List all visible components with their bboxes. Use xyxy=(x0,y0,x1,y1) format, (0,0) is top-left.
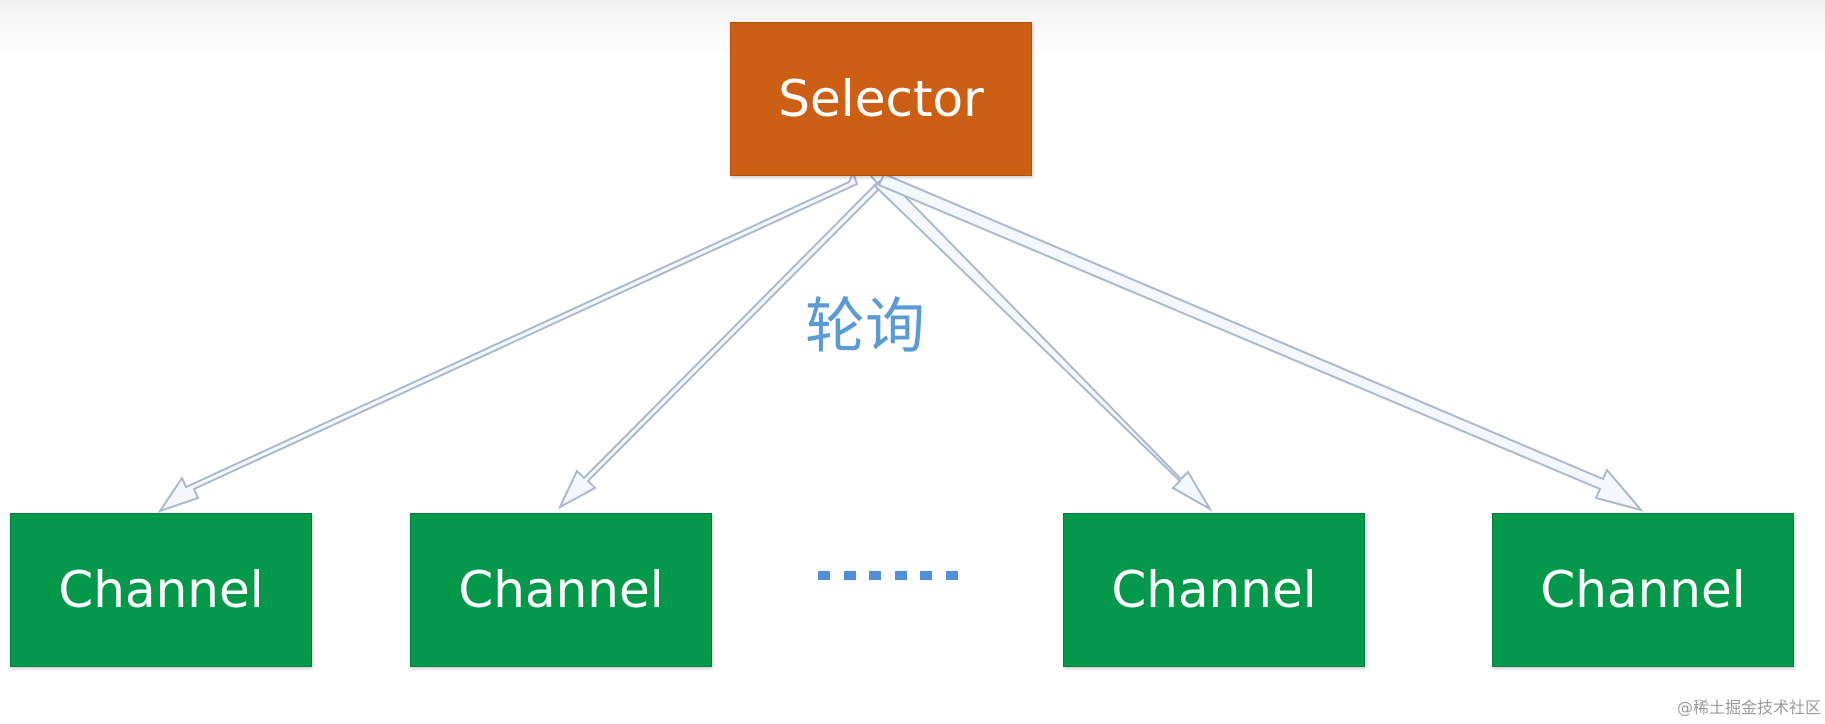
arrow-to-channel-1 xyxy=(157,170,859,513)
selector-label: Selector xyxy=(778,70,984,128)
channel-box-4: Channel xyxy=(1492,513,1794,667)
channel-box-3: Channel xyxy=(1063,513,1365,667)
channel-label: Channel xyxy=(458,561,664,619)
watermark: @稀土掘金技术社区 xyxy=(1676,698,1821,717)
ellipsis xyxy=(818,555,958,595)
channel-box-1: Channel xyxy=(10,513,312,667)
channel-label: Channel xyxy=(1540,561,1746,619)
poll-label: 轮询 xyxy=(805,292,925,362)
selector-box: Selector xyxy=(730,22,1032,176)
arrow-to-channel-3 xyxy=(873,174,1213,512)
channel-label: Channel xyxy=(58,561,264,619)
arrow-to-channel-2 xyxy=(557,175,883,510)
channel-label: Channel xyxy=(1111,561,1317,619)
arrow-to-channel-4 xyxy=(877,172,1644,512)
channel-box-2: Channel xyxy=(410,513,712,667)
